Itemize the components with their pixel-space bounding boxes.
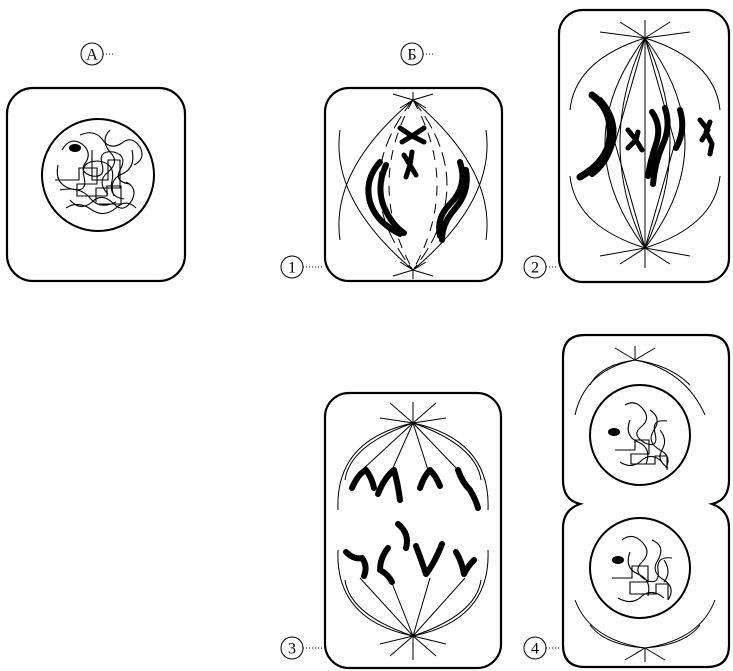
stage-4-bottom-nucleus: [590, 518, 690, 618]
stage-4-marker: 4: [524, 637, 561, 659]
stage-4-telophase-cell: [563, 335, 729, 667]
stage-1-marker: 1: [281, 256, 322, 278]
stage-3-anaphase-cell: [325, 393, 501, 668]
label-b: Б: [407, 47, 416, 64]
nucleolus: [69, 144, 81, 152]
stage-4-label: 4: [531, 641, 539, 658]
stage-2-metaphase-cell: [559, 10, 729, 282]
label-b-marker: Б: [401, 43, 434, 65]
stage-1-label: 1: [288, 260, 296, 277]
stage-4-top-nucleus: [590, 385, 690, 485]
stage-4-top-nucleolus: [608, 428, 620, 436]
stage-4-bottom-nucleolus: [612, 556, 624, 564]
label-a-marker: А: [81, 43, 114, 65]
label-a: А: [86, 47, 98, 64]
stage-3-label: 3: [288, 641, 296, 658]
stage-2-label: 2: [531, 260, 539, 277]
interphase-cell: [7, 88, 185, 281]
stage-3-marker: 3: [281, 637, 322, 659]
stage-2-marker: 2: [524, 256, 557, 278]
stage-1-prophase-cell: [325, 88, 502, 281]
